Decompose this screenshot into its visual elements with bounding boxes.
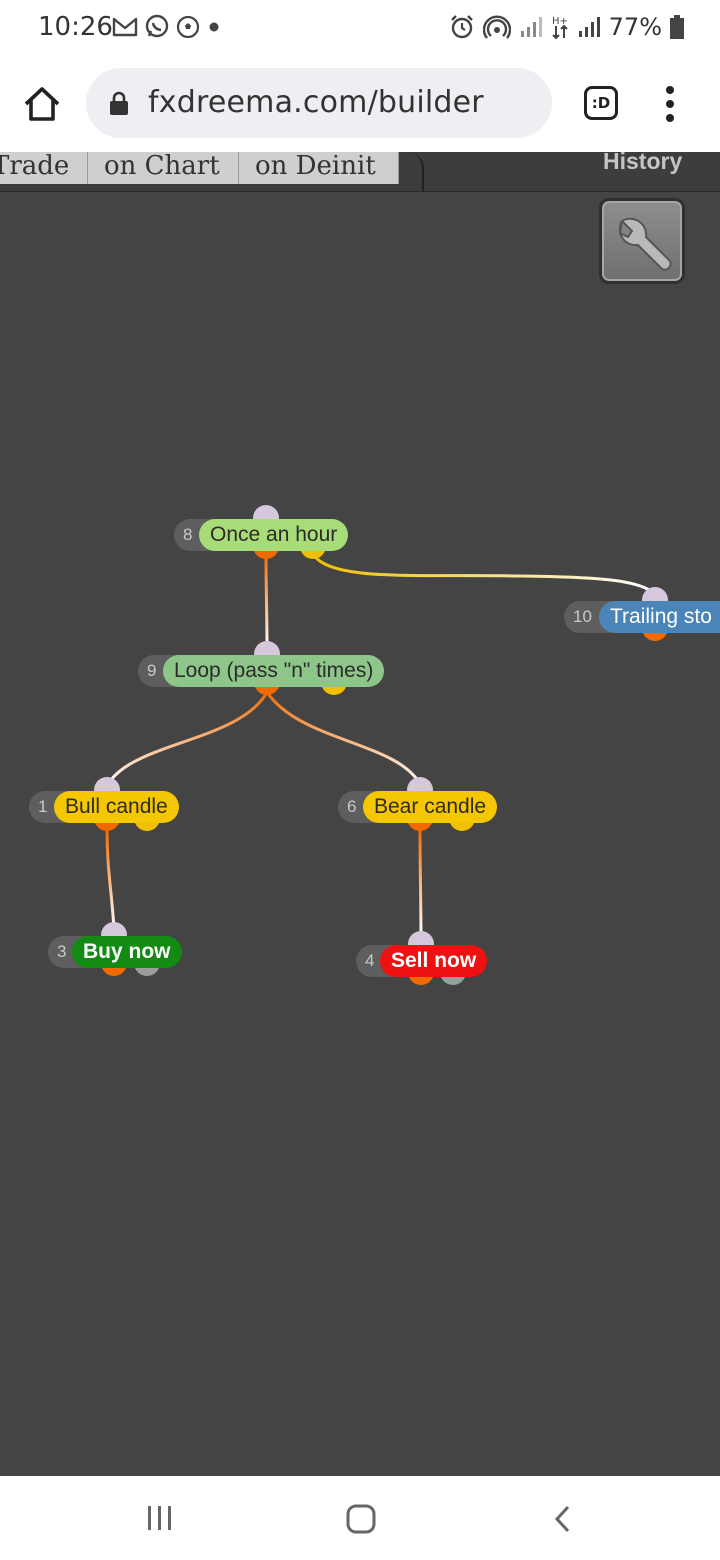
hotspot-icon (482, 15, 511, 39)
notification-icons (112, 12, 222, 42)
node-bear-candle[interactable]: 6 Bear candle (338, 777, 506, 831)
settings-tool-button[interactable] (599, 198, 685, 284)
link-8-to-9 (264, 551, 269, 651)
gmail-icon (112, 17, 138, 37)
link-9-to-1 (105, 691, 269, 787)
browser-toolbar: fxdreema.com/builder :D (0, 56, 720, 152)
data-arrows-icon: H+ (552, 16, 568, 40)
node-once-an-hour[interactable]: 8 Once an hour (174, 505, 360, 559)
link-1-to-3 (105, 827, 116, 931)
whatsapp-icon (145, 14, 169, 38)
svg-text:H+: H+ (552, 16, 568, 27)
home-icon[interactable] (22, 84, 62, 124)
connection-lines (105, 551, 657, 939)
editor-tab-strip: Trade on Chart on Deinit History (0, 152, 720, 192)
node-trailing-stop[interactable]: 10 Trailing sto (564, 587, 720, 641)
address-bar[interactable]: fxdreema.com/builder (86, 68, 552, 138)
tab-on-trade[interactable]: Trade (0, 152, 88, 184)
node-loop[interactable]: 9 Loop (pass "n" times) (138, 641, 400, 695)
soccer-ball-icon (176, 15, 200, 39)
node-label: Trailing sto (599, 601, 720, 633)
tab-on-deinit[interactable]: on Deinit (239, 152, 399, 184)
node-label: Loop (pass "n" times) (163, 655, 385, 687)
status-bar: 10:26 H+ 77% (0, 0, 720, 56)
builder-canvas[interactable]: Trade on Chart on Deinit History 8 (0, 152, 720, 1476)
node-label: Once an hour (199, 519, 349, 551)
link-6-to-4 (418, 827, 423, 939)
lock-icon (110, 91, 128, 115)
home-icon[interactable] (346, 1504, 376, 1534)
back-icon[interactable] (552, 1504, 574, 1534)
url-text: fxdreema.com/builder (148, 85, 484, 120)
tab-on-chart[interactable]: on Chart (88, 152, 239, 184)
battery-percent: 77% (608, 13, 662, 41)
more-options-icon[interactable] (660, 84, 680, 124)
tab-switcher-button[interactable]: :D (584, 86, 618, 120)
node-buy-now[interactable]: 3 Buy now (48, 922, 184, 976)
system-nav-bar (0, 1476, 720, 1560)
signal-icon (520, 17, 542, 37)
recent-apps-icon[interactable] (146, 1504, 174, 1532)
node-sell-now[interactable]: 4 Sell now (356, 931, 490, 985)
node-label: Bear candle (363, 791, 498, 823)
node-label: Bull candle (54, 791, 179, 823)
signal-icon (578, 17, 600, 37)
dot-icon (209, 22, 219, 32)
link-8-to-10 (311, 553, 657, 596)
node-label: Buy now (72, 936, 182, 968)
tab-edge (398, 152, 424, 192)
history-button[interactable]: History (603, 152, 683, 174)
alarm-icon (450, 15, 473, 39)
wrench-icon (618, 217, 672, 271)
status-time: 10:26 (38, 12, 113, 42)
system-icons: H+ 77% (449, 12, 684, 42)
node-label: Sell now (380, 945, 488, 977)
node-bull-candle[interactable]: 1 Bull candle (29, 777, 189, 831)
battery-icon (670, 15, 684, 39)
link-9-to-6 (265, 691, 423, 787)
